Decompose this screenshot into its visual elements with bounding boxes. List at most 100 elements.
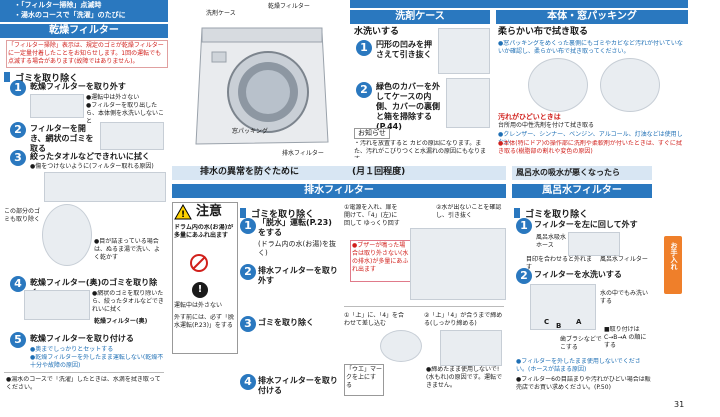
instruct-text: 外す前には、必ず「脱水運転(P.23)」をする bbox=[174, 314, 234, 329]
packing-dirty-text: 台所用の中性洗剤を付けて拭き取る bbox=[498, 122, 595, 129]
dryer-step4-note: ●網状のゴミを取り除いたら、絞ったタオルなどできれいに拭く bbox=[92, 290, 164, 313]
dryer-footer: ●湯水のコースで「洗濯」したときは、水滴を拭き取ってください。 bbox=[6, 376, 161, 391]
bath-label-a: A bbox=[576, 318, 582, 326]
drain-banner-freq: (月１回程度) bbox=[352, 167, 406, 177]
bath-banner-text: 風呂水の吸水が悪くなったら bbox=[516, 168, 620, 177]
detergent-step1-image bbox=[438, 28, 490, 74]
drain-divider bbox=[344, 306, 504, 307]
packing-subtitle: 柔らかい布で拭き取る bbox=[498, 27, 589, 37]
dryer-step3-note: ●傷をつけないように(フィルター取れる原因) bbox=[30, 163, 154, 170]
packing-warn-1: ●クレンザー、シンナー、ベンジン、アルコール、灯油などは使用しない bbox=[498, 131, 683, 146]
bath-label-hose: 風呂水吸水ホース bbox=[536, 234, 567, 249]
drain-image-3 bbox=[440, 330, 502, 366]
dryer-step3: 絞ったタオルなどできれいに拭く bbox=[30, 152, 150, 161]
detergent-step-1-badge: 1 bbox=[356, 40, 372, 56]
caution-box bbox=[172, 202, 238, 354]
step-3-badge: 3 bbox=[10, 150, 26, 166]
dryer-step3-image bbox=[44, 172, 166, 202]
step-5-badge: 5 bbox=[10, 332, 26, 348]
caution-label: 注意 bbox=[196, 204, 223, 219]
drain-c4: ②「上」「4」が合うまで締める(しっかり締める) bbox=[424, 312, 503, 327]
dryer-divider bbox=[4, 372, 164, 373]
packing-note: ●窓パッキングをめくった裏側にもゴミやカビなど汚れが付いていないか確認し、柔らか… bbox=[498, 40, 683, 55]
section-icon bbox=[240, 207, 246, 218]
dryer-step3-note2: ●目が詰まっている場合は、ぬるま湯で洗い、よく乾かす bbox=[94, 238, 161, 261]
bath-label-brush: 歯ブラシなどでこする bbox=[560, 336, 602, 351]
bath-image-2 bbox=[530, 284, 596, 330]
drain-step4: 排水フィルターを取り付ける bbox=[258, 376, 338, 395]
washing-machine bbox=[172, 22, 340, 146]
caution-header: ! 注意 bbox=[174, 204, 234, 220]
machine-label-dryer: 乾燥フィルター bbox=[268, 3, 310, 10]
detergent-note-head: お知らせ bbox=[354, 128, 390, 139]
bath-note-2: ●フィルター6の目詰まりや汚れがひどい場合は販売店でお買い求めください。(P.5… bbox=[516, 376, 651, 391]
section-icon bbox=[4, 71, 10, 82]
svg-text:!: ! bbox=[181, 210, 185, 220]
bath-step2: フィルターを水洗いする bbox=[534, 270, 622, 279]
detergent-title: 洗剤ケース bbox=[350, 10, 490, 24]
dryer-step3-image-2 bbox=[42, 204, 92, 266]
dryer-step1-note-2: ●フィルターを取り出したら、本体側を水洗いしないこと bbox=[86, 102, 164, 125]
prohibit-icon bbox=[190, 254, 208, 272]
bath-step1-note: 目印を合わせると外れます bbox=[526, 256, 593, 271]
detergent-step-2-badge: 2 bbox=[356, 82, 372, 98]
top-bar bbox=[0, 0, 168, 22]
dryer-step5: 乾燥フィルターを取り付ける bbox=[30, 334, 134, 343]
dryer-step1-note-1: ●運転中は外さない bbox=[86, 94, 140, 101]
machine-label-packing: 窓パッキング bbox=[232, 128, 268, 135]
drain-step3: ゴミを取り除く bbox=[258, 318, 314, 327]
drain-section: ゴミを取り除く bbox=[240, 202, 340, 220]
machine-label-case: 洗剤ケース bbox=[206, 10, 236, 17]
caution-text: ドラム内の水(お湯)が多量にあふれ出ます bbox=[174, 224, 234, 239]
top-bullet-1: ・「フィルター掃除」点滅時 bbox=[14, 1, 102, 9]
bath-attach: ■取り付けは C→B→A の順にする bbox=[604, 326, 647, 349]
packing-image-2 bbox=[600, 58, 660, 112]
drain-step-4-badge: 4 bbox=[240, 374, 256, 390]
bath-label-c: C bbox=[544, 318, 550, 326]
bath-step-1-badge: 1 bbox=[516, 218, 532, 234]
dryer-section: ゴミを取り除く bbox=[4, 66, 164, 84]
drain-step1: 「脱水」運転(P.23)をする bbox=[258, 218, 332, 237]
detergent-subtitle: 水洗いする bbox=[354, 27, 400, 37]
bath-banner: 風呂水の吸水が悪くなったら bbox=[512, 166, 652, 180]
dryer-step5-note-1: ●奥までしっかりとセットする bbox=[30, 346, 114, 353]
drain-c4-warn: ●締めたまま使用しないで!(水もれ)の原因です。運転できません。 bbox=[426, 366, 503, 389]
bath-image-1 bbox=[568, 232, 620, 256]
dryer-step5-note-2: ●乾燥フィルターを外したまま運転しない(乾燥不十分や故障の原因) bbox=[30, 354, 164, 369]
drain-title: 排水フィルター bbox=[172, 184, 506, 198]
drain-c2: ②水が出ないことを確認し、引き抜く bbox=[436, 204, 502, 219]
instruct-icon: ! bbox=[192, 282, 208, 298]
drain-image-2 bbox=[380, 330, 422, 362]
page-number: 31 bbox=[674, 400, 685, 409]
bath-step-2-badge: 2 bbox=[516, 268, 532, 284]
top-right-bar bbox=[350, 0, 688, 8]
bath-note-1: ●フィルターを外したまま使用しないでください。(ホースが詰まる原因) bbox=[516, 358, 641, 373]
packing-title: 本体・窓パッキング bbox=[496, 10, 688, 24]
drain-step2: 排水フィルターを取り外す bbox=[258, 266, 338, 285]
dryer-caption-small: この部分のゴミも取り除く bbox=[4, 208, 41, 223]
side-tab: お手入れ bbox=[664, 236, 682, 294]
detergent-step1: 円形の凹みを押さえて引き抜く bbox=[376, 40, 432, 59]
dryer-step4-image bbox=[24, 290, 90, 320]
dryer-step1: 乾燥フィルターを取り外す bbox=[30, 82, 126, 91]
drain-image-1 bbox=[410, 228, 506, 300]
top-bullet-2: ・湯水のコースで「洗濯」のたびに bbox=[14, 11, 126, 19]
packing-dirty-head: 汚れがひどいときは bbox=[498, 113, 561, 121]
drain-step-2-badge: 2 bbox=[240, 264, 256, 280]
drain-c1: ①電源を入れ、扉を開けて、「4」(左)に回して ゆっくり回す bbox=[344, 204, 400, 227]
drain-c2-warn: ●ブザーが鳴った場合は取り外さない(水の排水)が多量にあふれ出ます bbox=[350, 240, 412, 282]
step-4-badge: 4 bbox=[10, 276, 26, 292]
drain-step-1-badge: 1 bbox=[240, 218, 256, 234]
detergent-note: ・汚れを放置すると カビの原因になります。また、汚れがこびりつくと水漏れの原因に… bbox=[354, 140, 487, 158]
machine-label-drain: 排水フィルター bbox=[282, 150, 324, 157]
bath-label-filter: 風呂水フィルター bbox=[600, 256, 648, 263]
drain-mark: 「ウエ」マークを上にする bbox=[344, 364, 384, 396]
dryer-note: 「フィルター掃除」表示は、規定のゴミが乾燥フィルターに一定量付着したことをお知ら… bbox=[6, 40, 168, 68]
packing-warn-2: ●本体(特にドア)の操作部に洗剤や柔軟剤が付いたときは、すぐに拭き取る(樹脂部の… bbox=[498, 140, 682, 155]
drain-c3: ①「上」に、「4」を合わせて差し込む bbox=[344, 312, 405, 327]
section-icon bbox=[514, 207, 520, 218]
drain-banner-text: 排水の異常を防ぐために bbox=[200, 167, 300, 177]
step-2-badge: 2 bbox=[10, 122, 26, 138]
bath-title: 風呂水フィルター bbox=[512, 184, 652, 198]
dryer-step4-label: 乾燥フィルター(奥) bbox=[94, 318, 148, 325]
